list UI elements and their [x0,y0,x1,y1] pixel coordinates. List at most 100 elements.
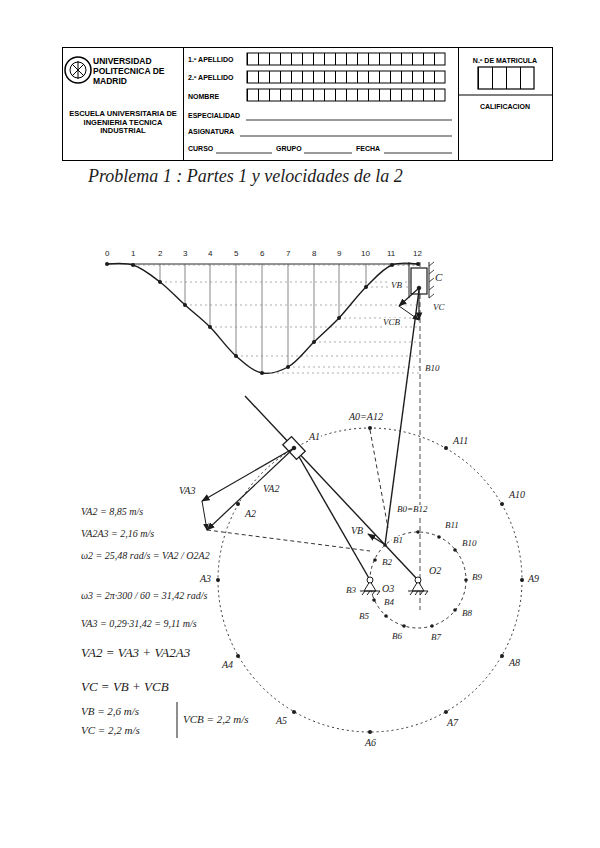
header-art [247,71,445,83]
axis-number: 6 [259,250,265,259]
mechanism-links [207,448,294,530]
point-label: B6 [391,632,403,642]
circle-points [500,654,504,658]
circle-points [292,710,296,714]
mechanism-links [218,428,522,732]
mechanism-links [202,448,294,501]
axis-number: 4 [207,250,213,259]
slider-c [399,262,434,610]
circle-points [216,578,220,582]
equation: ω2 = 25,48 rad/s = VA2 / O2A2 [80,550,211,561]
sheet-title: Problema 1 : Partes 1 y velocidades de l… [88,166,403,187]
point-label: B8 [461,609,473,619]
header-art [72,61,84,79]
graph-projection-line [392,265,420,266]
mechanism-links [202,501,207,530]
header-art [247,89,445,101]
point-label: A0=A12 [348,411,384,422]
student-fields-cell: 1.º APELLIDO2.º APELLIDONOMBREESPECIALID… [183,47,459,161]
point-label: B7 [430,633,442,643]
point-label: O3 [381,583,395,594]
curve-point [105,262,109,266]
point-label: A3 [199,573,212,584]
axis-number: 9 [336,250,342,259]
displacement-curve [107,263,418,373]
circle-points [453,548,457,552]
point-label: B11 [444,521,460,531]
point-label: A1 [308,431,321,442]
form-label: FECHA [356,145,380,153]
axis-number: 2 [157,250,163,259]
velocity-label: VB [390,281,403,291]
ground-supports [410,591,428,595]
graph-grid-line [236,264,237,356]
equation: VCB = 2,2 m/s [182,713,249,725]
graph-projection-line [185,305,420,306]
point-label: A5 [275,715,288,726]
point-label: A4 [221,659,234,670]
point-label: A7 [446,717,459,728]
point-label: A2 [244,508,257,519]
graph-projection-line [262,373,420,374]
curve-point [286,365,290,369]
mechanism-links [368,534,384,544]
header-art [478,67,534,89]
velocity-label: VCB [382,318,401,328]
circle-points [368,426,372,430]
ground-supports [367,577,373,583]
mechanism-links [245,396,418,580]
equation: VA2 = 8,85 m/s [80,506,144,517]
header-art [246,120,452,121]
equation: VA2 = VA3 + VA2A3 [80,646,191,660]
graph-projection-line [339,318,420,319]
axis-number: 12 [412,250,423,259]
equation: VC = VB + VCB [80,680,170,694]
circle-points [236,502,240,506]
form-label: CURSO [188,145,213,153]
header-art [384,153,452,154]
graph-grid [133,264,420,373]
equation: VC = 2,2 m/s [80,724,141,736]
mechanism-links [177,290,522,738]
velocity-label: VA3 [178,485,196,496]
mechanism-links [370,430,388,528]
displacement-graph [107,264,420,265]
circle-points [236,654,240,658]
displacement-curve [105,262,420,375]
point-label: A9 [527,573,540,584]
form-label: ESPECIALIDAD [188,112,240,120]
point-label: C [434,271,443,283]
point-label: A8 [508,657,521,668]
grade-cell: N.º DE MATRICULACALIFICACION [458,47,553,161]
ground-supports [360,577,428,595]
form-label: CALIFICACION [462,103,548,111]
graph-grid-line [366,264,367,287]
form-label: ASIGNATURA [188,128,234,136]
circle-points [444,710,448,714]
ground-supports [415,577,421,583]
mechanism-links [370,532,466,628]
graph-grid-line [314,264,315,342]
form-label: ESCUELA UNIVERSITARIA DE INGENIERIA TECN… [66,110,180,136]
axis-number: 11 [386,250,396,259]
graph-projection-line [314,342,420,343]
circle-points [372,598,376,602]
graph-grid-line [210,264,211,327]
header-art [65,57,91,83]
mechanism-links [207,530,370,551]
equation: VA3 = 0,29·31,42 = 9,11 m/s [80,618,198,629]
header-art [304,153,352,154]
school-cell: UNIVERSIDAD POLITECNICA DE MADRIDESCUELA… [62,47,184,161]
mechanism-links [177,702,178,738]
circle-points [216,426,524,734]
curve-point [337,316,341,320]
graph-projection-line [160,282,420,283]
circle-points [464,578,468,582]
point-label: A11 [452,435,469,446]
curve-point [312,340,316,344]
slider-c [429,262,430,298]
axis-number: 5 [233,250,239,259]
curve-point [260,371,264,375]
curve-point [131,263,135,267]
